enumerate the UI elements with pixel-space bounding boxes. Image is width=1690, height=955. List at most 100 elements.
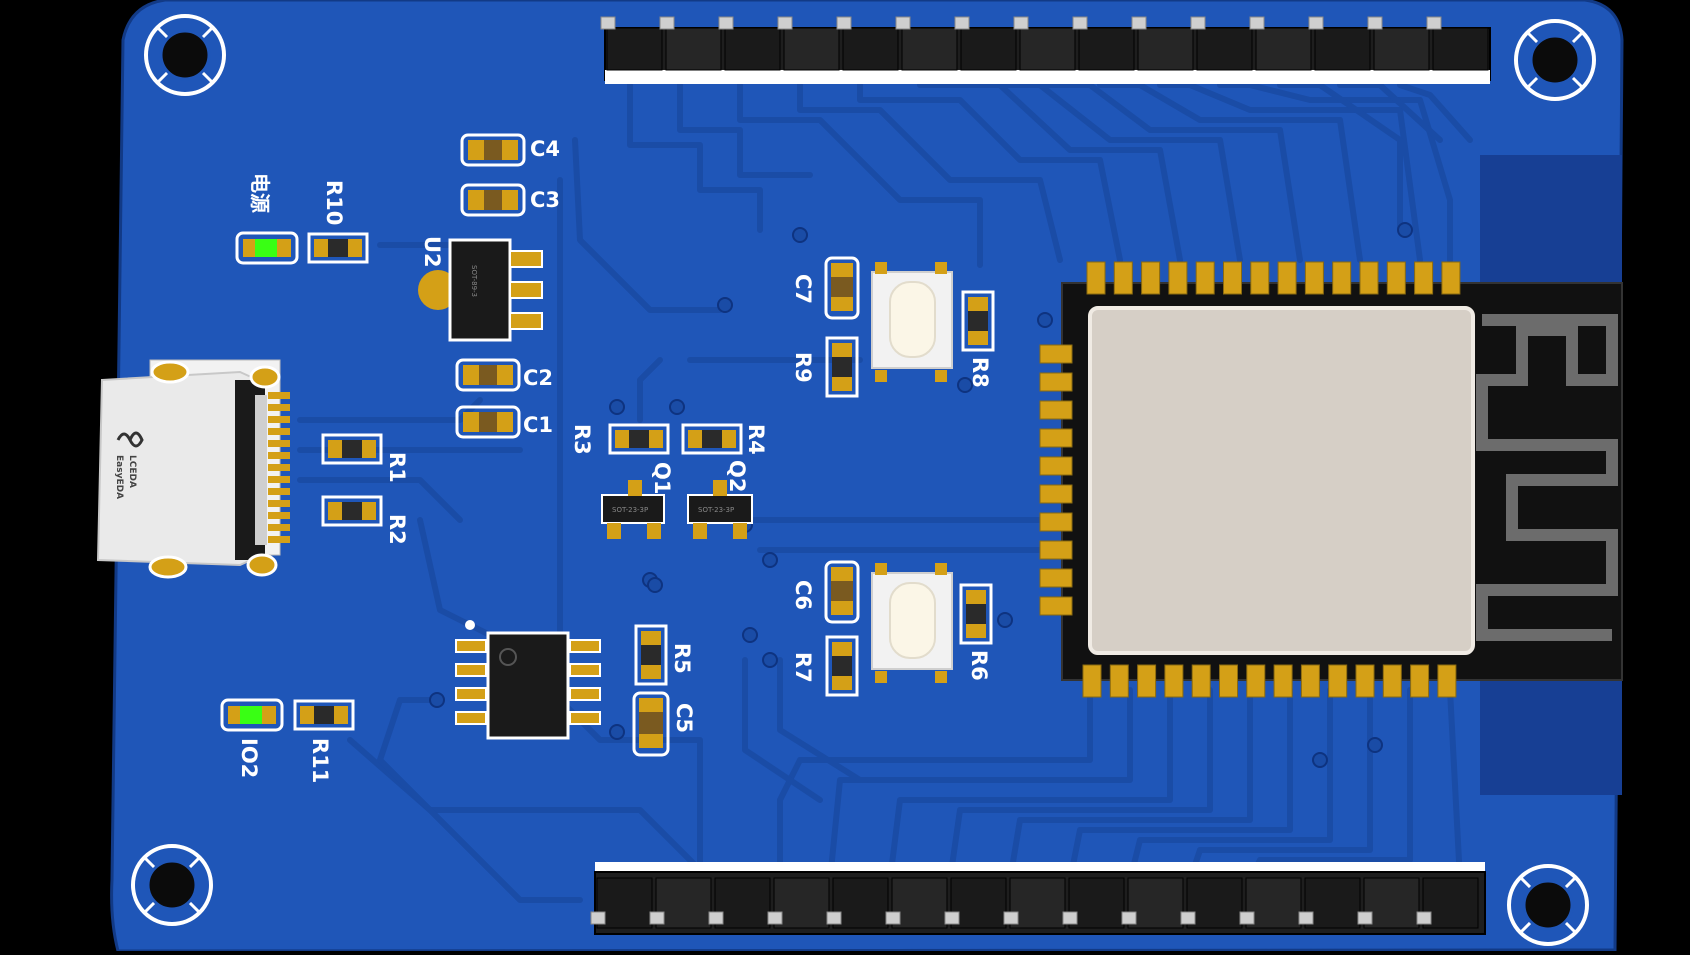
soic8-chip[interactable] (455, 620, 601, 740)
usb-brand-logo: LCEDA EasyEDA (114, 455, 137, 499)
svg-text:LCEDA: LCEDA (127, 455, 137, 488)
c5-capacitor[interactable] (632, 691, 670, 757)
module-pad (1039, 372, 1073, 392)
header-pin (944, 911, 960, 925)
svg-text:SOT-89-3: SOT-89-3 (470, 265, 478, 297)
r3-resistor[interactable] (608, 423, 670, 455)
header-pin-body (1196, 27, 1253, 71)
header-pin-body (606, 27, 663, 71)
q2-transistor[interactable]: SOT-23-3P (687, 480, 753, 539)
label-r11: R11 (308, 738, 332, 783)
r7-resistor[interactable] (825, 635, 859, 697)
module-pad (1113, 261, 1133, 295)
c6-capacitor[interactable] (824, 560, 860, 624)
c4-capacitor[interactable] (460, 133, 526, 167)
r4-resistor[interactable] (681, 423, 743, 455)
label-c5: C5 (672, 703, 696, 733)
module-pad (1382, 664, 1402, 698)
label-c4: C4 (530, 137, 560, 161)
label-q2: Q2 (725, 460, 749, 492)
header-pin-body (1137, 27, 1194, 71)
module-pad (1414, 261, 1434, 295)
module-pad (1332, 261, 1352, 295)
usb-c-connector-icon[interactable]: LCEDA EasyEDA (96, 359, 290, 579)
header-pin-body (1255, 27, 1312, 71)
header-pin (718, 16, 734, 30)
module-pad (1141, 261, 1161, 295)
module-pad (1039, 456, 1073, 476)
header-pin-body (1068, 877, 1125, 929)
module-pad (1039, 400, 1073, 420)
pin-header-top[interactable] (600, 16, 1491, 84)
c2-capacitor[interactable] (455, 358, 521, 392)
header-pin-body (891, 877, 948, 929)
header-pin-body (960, 27, 1017, 71)
copper-traces (297, 82, 1473, 903)
header-pin (1013, 16, 1029, 30)
label-r4: R4 (744, 424, 768, 455)
header-pin-body (1245, 877, 1302, 929)
svg-text:EasyEDA: EasyEDA (114, 455, 124, 499)
r9-resistor[interactable] (825, 336, 859, 398)
header-pin-body (1009, 877, 1066, 929)
module-pad (1039, 540, 1073, 560)
io2-led (220, 698, 284, 732)
pin-header-bottom[interactable] (590, 862, 1486, 935)
module-pad (1039, 428, 1073, 448)
module-pad (1277, 261, 1297, 295)
module-pad (1223, 261, 1242, 295)
r6-resistor[interactable] (959, 583, 993, 645)
module-pad (1328, 664, 1348, 698)
header-pin-body (655, 877, 712, 929)
label-io2: IO2 (237, 738, 261, 778)
r5-resistor[interactable] (634, 624, 668, 686)
module-pad (1386, 261, 1406, 295)
header-pin (1367, 16, 1383, 30)
module-pad (1039, 484, 1073, 504)
header-pin (1072, 16, 1088, 30)
mounting-hole-top-right-icon (1514, 19, 1596, 101)
header-pin-body (950, 877, 1007, 929)
module-pad (1250, 261, 1270, 295)
module-pad (1137, 664, 1157, 698)
tactile-button-bottom[interactable] (871, 563, 953, 683)
label-r10: R10 (322, 180, 346, 225)
module-pad (1109, 664, 1129, 698)
mounting-hole-bottom-right-icon (1507, 864, 1589, 946)
q1-transistor[interactable]: SOT-23-3P (601, 480, 665, 539)
tactile-button-top[interactable] (871, 262, 953, 382)
header-pin (885, 911, 901, 925)
header-pin (649, 911, 665, 925)
module-pad (1039, 512, 1073, 532)
module-pad (1300, 664, 1320, 698)
header-pin (836, 16, 852, 30)
header-pin-body (783, 27, 840, 71)
label-r7: R7 (791, 652, 815, 683)
label-power-led: 电源 (248, 173, 272, 213)
header-pin (659, 16, 675, 30)
c7-capacitor[interactable] (824, 256, 860, 320)
label-c2: C2 (523, 366, 553, 390)
label-r3: R3 (570, 424, 594, 455)
module-pad (1410, 664, 1430, 698)
r8-resistor[interactable] (961, 290, 995, 352)
r1-resistor[interactable] (321, 433, 383, 465)
esp32-module[interactable] (1039, 261, 1623, 698)
power-led (235, 231, 299, 265)
r11-resistor[interactable] (293, 699, 355, 731)
header-pin (1298, 911, 1314, 925)
header-pin (1426, 16, 1442, 30)
header-pin (826, 911, 842, 925)
c1-capacitor[interactable] (455, 405, 521, 439)
header-pin-body (1363, 877, 1420, 929)
r10-resistor[interactable] (307, 232, 369, 264)
header-pin (1416, 911, 1432, 925)
silkscreen-labels: C4 C3 C2 C1 R1 R2 R10 电源 U2 R3 R4 Q1 Q2 … (237, 137, 992, 783)
header-pin-body (1078, 27, 1135, 71)
c3-capacitor[interactable] (460, 183, 526, 217)
header-pin-body (724, 27, 781, 71)
u2-ldo-regulator[interactable]: SOT-89-3 (418, 238, 543, 342)
r2-resistor[interactable] (321, 495, 383, 527)
vias (429, 222, 1413, 768)
